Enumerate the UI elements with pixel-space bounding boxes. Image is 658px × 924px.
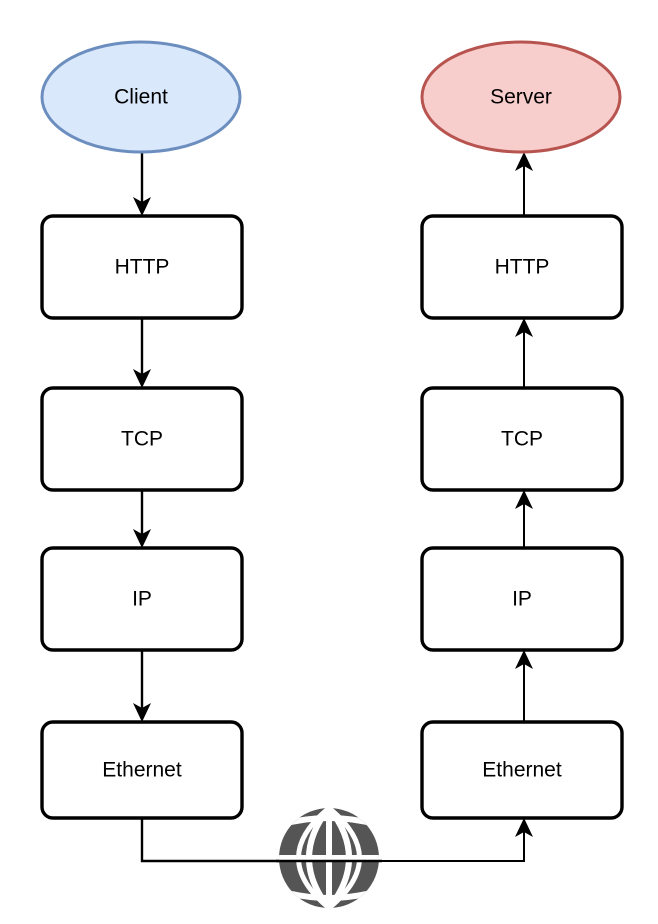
connector-ip-to-tcp-server (515, 490, 533, 548)
client-stack: HTTP TCP IP Ethernet (40, 214, 244, 820)
client-tcp-rect[interactable] (40, 386, 244, 492)
layer-box-server-ip[interactable]: IP (420, 546, 624, 652)
client-label: Client (114, 86, 168, 109)
connector-tcp-to-http-server (515, 318, 533, 388)
server-tcp-rect[interactable] (420, 386, 624, 492)
globe-icon (279, 808, 379, 908)
layer-box-client-ip[interactable]: IP (40, 546, 244, 652)
layer-box-client-tcp[interactable]: TCP (40, 386, 244, 492)
connector-ethernet-to-ip-server (515, 650, 533, 722)
client-flow-arrows (133, 152, 300, 863)
connector-ethernet-to-network (140, 818, 300, 863)
connector-ip-to-ethernet-client (133, 650, 151, 722)
connector-tcp-to-ip-client (133, 490, 151, 548)
server-label: Server (490, 86, 552, 109)
server-flow-arrows (358, 152, 533, 862)
client-ip-rect[interactable] (40, 546, 244, 652)
client-ethernet-rect[interactable] (40, 720, 244, 820)
server-http-label: HTTP (495, 256, 550, 279)
server-ethernet-rect[interactable] (420, 720, 624, 820)
layer-box-server-http[interactable]: HTTP (420, 214, 624, 320)
layer-box-client-http[interactable]: HTTP (40, 214, 244, 320)
client-node[interactable]: Client (40, 40, 242, 154)
layer-box-client-ethernet[interactable]: Ethernet (40, 720, 244, 820)
connector-network-to-ethernet (358, 818, 533, 862)
connector-http-to-server (515, 152, 533, 216)
server-ip-label: IP (512, 588, 532, 611)
server-ethernet-label: Ethernet (482, 759, 562, 782)
connector-http-to-tcp-client (133, 318, 151, 388)
client-ip-label: IP (132, 588, 152, 611)
connector-client-to-http (133, 152, 151, 216)
server-node[interactable]: Server (420, 40, 622, 154)
client-ethernet-label: Ethernet (102, 759, 182, 782)
client-http-rect[interactable] (40, 214, 244, 320)
layer-box-server-tcp[interactable]: TCP (420, 386, 624, 492)
server-stack: HTTP TCP IP Ethernet (420, 214, 624, 820)
layer-box-server-ethernet[interactable]: Ethernet (420, 720, 624, 820)
server-tcp-label: TCP (501, 428, 543, 451)
client-tcp-label: TCP (121, 428, 163, 451)
server-ip-rect[interactable] (420, 546, 624, 652)
server-http-rect[interactable] (420, 214, 624, 320)
client-http-label: HTTP (115, 256, 170, 279)
client-ellipse[interactable] (40, 40, 242, 154)
server-ellipse[interactable] (420, 40, 622, 154)
